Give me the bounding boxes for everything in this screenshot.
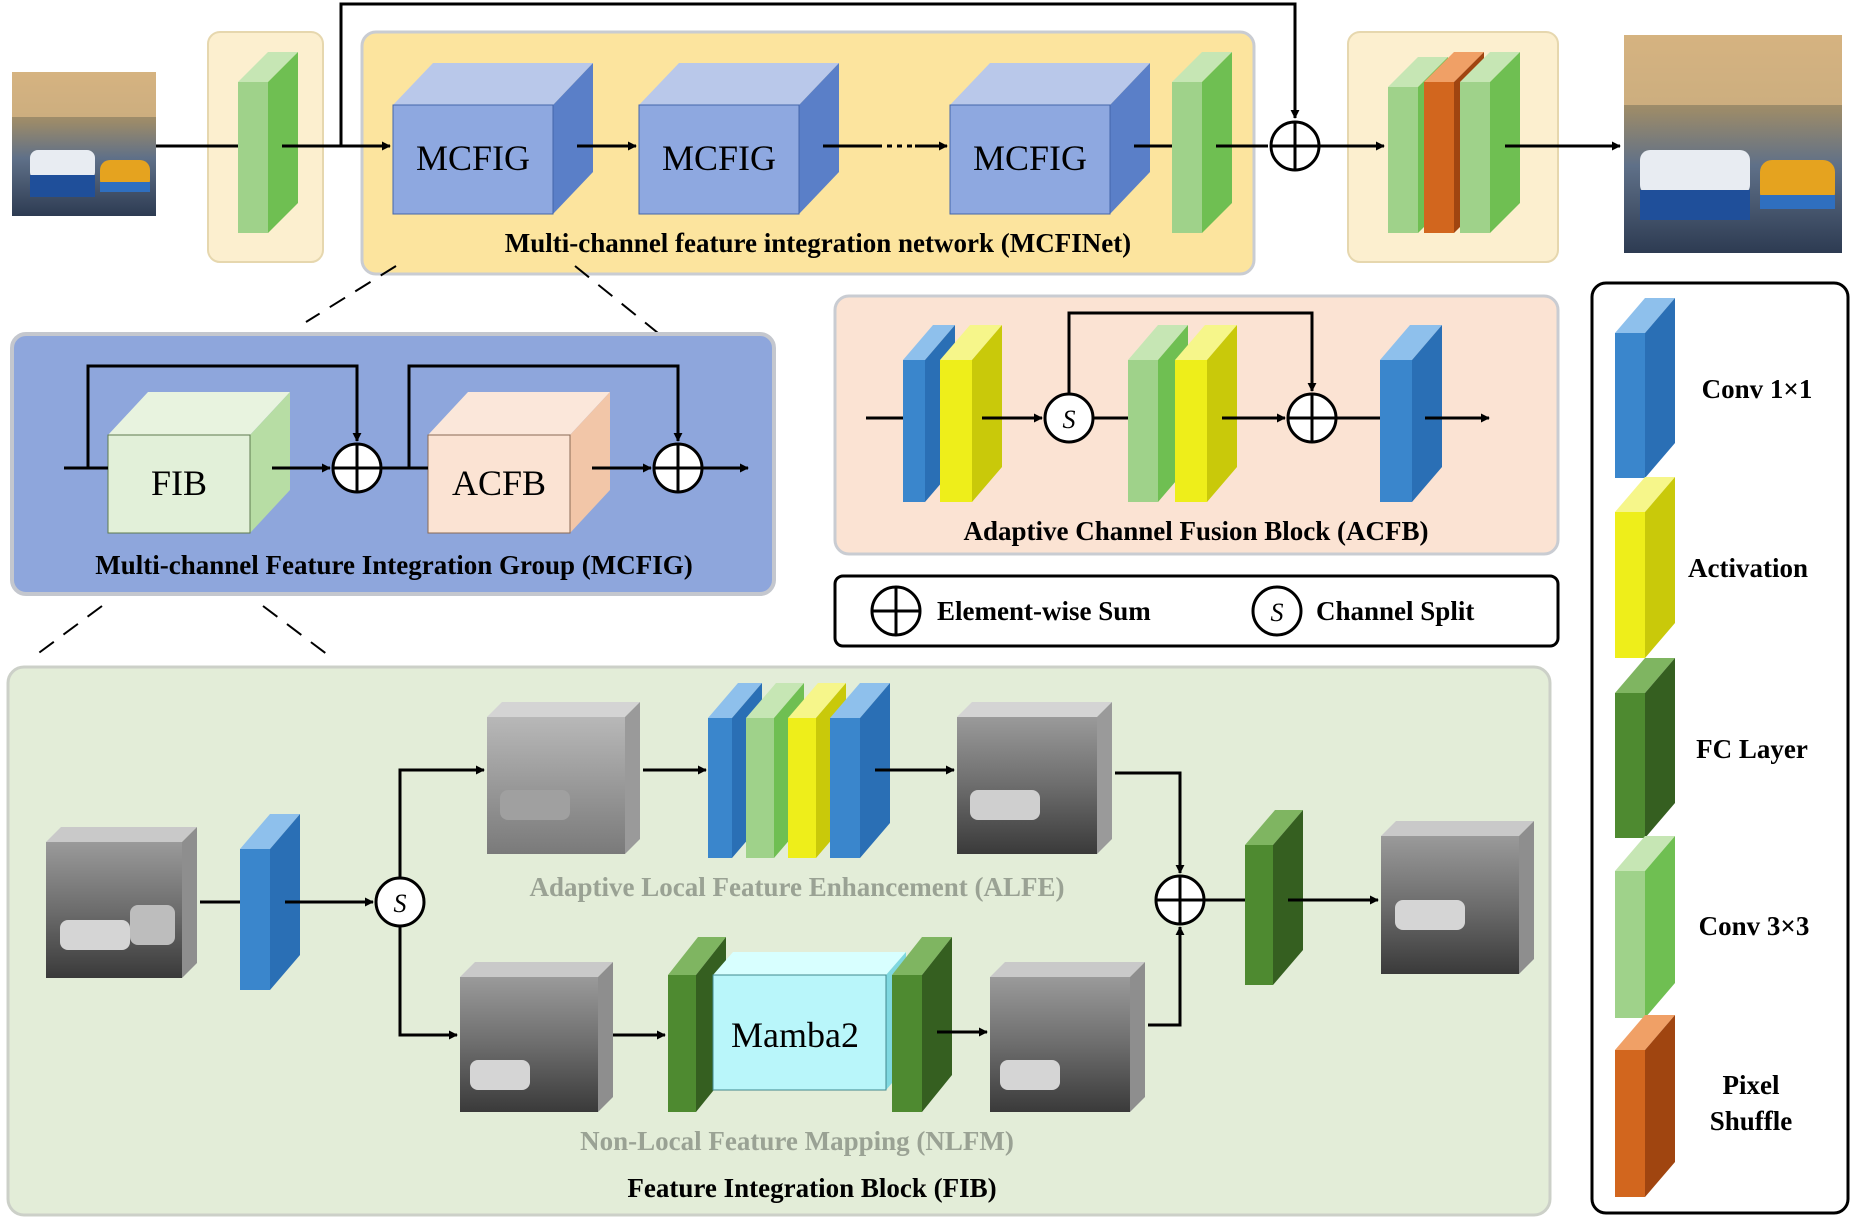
fib-sum-node [1154, 874, 1206, 926]
legend-conv3x3-swatch [1615, 836, 1675, 1018]
mcfinet-caption: Multi-channel feature integration networ… [505, 228, 1131, 258]
fib-split-glyph: S [394, 889, 407, 918]
top-sum-node [1269, 120, 1321, 172]
nlfm-fc-block-2 [892, 937, 952, 1112]
fib-split-node: S [374, 876, 426, 928]
acfb-caption: Adaptive Channel Fusion Block (ACFB) [963, 516, 1428, 546]
legend-conv1x1-label: Conv 1×1 [1702, 374, 1813, 404]
symbol-key-box [833, 574, 1560, 648]
split-symbol-glyph: S [1271, 598, 1284, 627]
legend-conv1x1-swatch [1615, 298, 1675, 478]
acfb-sum-node [1286, 392, 1338, 444]
legend-pixelshuffle-swatch [1615, 1015, 1675, 1197]
sum-symbol-label: Element-wise Sum [937, 596, 1151, 626]
acfb-detail: S A [833, 294, 1560, 556]
nlfm-input-feature [460, 962, 613, 1112]
fib-connectors [200, 765, 1379, 1040]
mcfig-label-3: MCFIG [973, 138, 1087, 178]
mcfig-caption: Multi-channel Feature Integration Group … [95, 550, 692, 580]
fib-conv1x1-block [240, 814, 300, 990]
alfe-output-feature [957, 702, 1112, 854]
top-pipeline: MCFIG MCFIG MCFIG Multi-channel feature … [12, 2, 1842, 276]
output-image [1624, 35, 1842, 253]
legend-pixelshuffle-label-line2: Shuffle [1710, 1106, 1793, 1136]
upsampler-conv3x3-block-2 [1460, 52, 1520, 233]
split-symbol-icon: S [1251, 585, 1303, 637]
mcfinet-conv3x3-block [1172, 52, 1232, 233]
fib-caption: Feature Integration Block (FIB) [627, 1173, 996, 1203]
acfb-label: ACFB [452, 463, 546, 503]
mamba-block: Mamba2 [712, 952, 906, 1091]
alfe-caption: Adaptive Local Feature Enhancement (ALFE… [530, 872, 1065, 902]
mamba-label: Mamba2 [731, 1015, 859, 1055]
split-symbol-label: Channel Split [1316, 596, 1474, 626]
fib-label: FIB [151, 463, 207, 503]
mcfig-connectors [64, 364, 749, 473]
mcfig-block-2: MCFIG [638, 63, 839, 215]
mcfig-block-1: MCFIG [392, 63, 593, 215]
legend-conv3x3-label: Conv 3×3 [1699, 911, 1810, 941]
acfb-activation-block-2 [1175, 325, 1237, 502]
acfb-split-node: S [1043, 392, 1095, 444]
zoom-lines [35, 265, 659, 656]
legend-activation-swatch [1615, 477, 1675, 658]
mcfig-sum-node-1 [331, 442, 383, 494]
top-connectors [156, 2, 1621, 151]
fib-panel [6, 665, 1552, 1217]
fib-fc-block [1245, 810, 1303, 985]
acfb-split-glyph: S [1063, 405, 1076, 434]
mcfig-label-1: MCFIG [416, 138, 530, 178]
acfb-connectors [866, 311, 1490, 423]
fib-detail: S [6, 665, 1552, 1217]
mcfig-sum-node-2 [652, 442, 704, 494]
legend: Conv 1×1 Activation FC Layer Conv 3×3 Pi… [1590, 281, 1850, 1215]
nlfm-output-feature [990, 962, 1145, 1112]
acfb-conv1x1-block-2 [1380, 325, 1442, 502]
alfe-input-feature [487, 702, 640, 854]
symbol-key: Element-wise Sum S Channel Split [833, 574, 1560, 648]
fib-input-feature [46, 827, 197, 978]
acfb-activation-block-1 [940, 325, 1002, 502]
fib-output-feature [1381, 821, 1534, 974]
legend-pixelshuffle-label-line1: Pixel [1723, 1070, 1780, 1100]
acfb-block: ACFB [427, 392, 610, 534]
head-conv3x3-block [238, 52, 298, 233]
sum-symbol-icon [870, 585, 922, 637]
nlfm-caption: Non-Local Feature Mapping (NLFM) [580, 1126, 1014, 1156]
legend-fc-label: FC Layer [1696, 734, 1808, 764]
input-image [12, 72, 156, 216]
legend-activation-label: Activation [1688, 553, 1808, 583]
fib-block: FIB [107, 392, 290, 534]
mcfig-group: FIB ACFB Multi-channel Featur [10, 332, 776, 596]
legend-fc-swatch [1615, 658, 1675, 838]
mcfig-label-2: MCFIG [662, 138, 776, 178]
mcfig-block-3: MCFIG [949, 63, 1150, 215]
